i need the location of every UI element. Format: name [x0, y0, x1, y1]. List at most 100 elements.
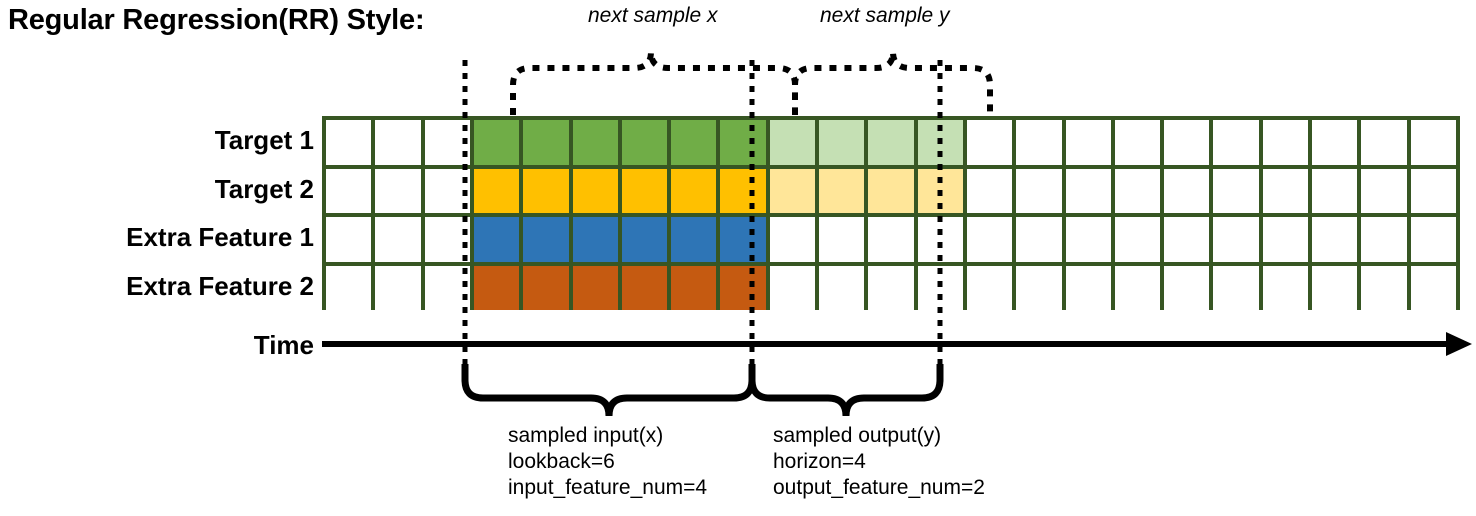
grid-cell [1410, 168, 1456, 213]
row-label-target-1: Target 1 [214, 125, 314, 155]
grid-cell [671, 217, 717, 262]
grid-cell [1410, 120, 1456, 165]
grid-cell [1114, 168, 1161, 213]
grid-cell [1065, 265, 1111, 310]
grid-cell [720, 265, 766, 310]
grid-row-extra-feature-2 [322, 262, 1460, 310]
grid-cell [1065, 217, 1111, 262]
row-label-extra-feature-2: Extra Feature 2 [126, 270, 314, 301]
sampled-output-horizon: horizon=4 [773, 450, 866, 473]
grid-cell [1213, 217, 1259, 262]
grid-cell [769, 217, 816, 262]
grid-cell [769, 265, 816, 310]
grid-cell [621, 168, 668, 213]
grid-cell [424, 168, 470, 213]
grid-cell [720, 168, 766, 213]
grid-cell [1016, 265, 1062, 310]
grid-cell [473, 265, 520, 310]
grid-cell [375, 120, 421, 165]
grid-cell [1361, 168, 1407, 213]
grid-cell [1410, 217, 1456, 262]
grid-cell [1262, 120, 1309, 165]
grid-cell [671, 168, 717, 213]
grid-cell [523, 217, 569, 262]
sampled-input-feature-num: input_feature_num=4 [508, 476, 708, 499]
grid-cell [1164, 168, 1210, 213]
brace-sampled-output [748, 364, 944, 417]
sampled-input-title: sampled input(x) [508, 424, 664, 447]
grid-cell [375, 217, 421, 262]
grid-cell [621, 120, 668, 165]
time-axis-arrow [322, 332, 1472, 356]
grid-cell [1361, 120, 1407, 165]
grid-cell [523, 265, 569, 310]
annotation-next-sample-y: next sample y [820, 4, 950, 27]
grid-cell [326, 217, 372, 262]
grid-cell [966, 168, 1013, 213]
sampled-input-lookback: lookback=6 [508, 450, 615, 473]
grid-cell [720, 217, 766, 262]
grid-cell [1114, 265, 1161, 310]
grid-cell [671, 120, 717, 165]
grid-cell [1312, 120, 1358, 165]
annotation-next-sample-x: next sample x [588, 4, 718, 27]
grid-cell [326, 265, 372, 310]
brace-next-sample-x [510, 51, 798, 115]
annotation-sampled-input: sampled input(x) lookback=6 input_featur… [508, 423, 707, 501]
sampled-output-title: sampled output(y) [773, 424, 942, 447]
grid-cell [1016, 168, 1062, 213]
grid-cell [1262, 168, 1309, 213]
grid-row-extra-feature-1 [322, 213, 1460, 262]
grid-cell [326, 120, 372, 165]
grid-cell [326, 168, 372, 213]
grid-cell [424, 217, 470, 262]
grid-cell [1164, 120, 1210, 165]
grid-cell [769, 168, 816, 213]
grid-cell [769, 120, 816, 165]
grid-cell [424, 265, 470, 310]
grid-cell [1114, 217, 1161, 262]
grid-cell [819, 265, 865, 310]
grid-cell [966, 120, 1013, 165]
grid-cell [375, 265, 421, 310]
grid-cell [1213, 265, 1259, 310]
grid-cell [1065, 120, 1111, 165]
brace-next-sample-y [792, 51, 993, 115]
grid-cell [720, 120, 766, 165]
grid-cell [1312, 168, 1358, 213]
grid-cell [1262, 217, 1309, 262]
grid-cell [1361, 217, 1407, 262]
sampled-output-feature-num: output_feature_num=2 [773, 476, 985, 499]
grid-cell [966, 217, 1013, 262]
grid-cell [1164, 217, 1210, 262]
timeline-grid [322, 116, 1460, 310]
row-label-extra-feature-1: Extra Feature 1 [126, 222, 314, 252]
grid-cell [917, 265, 963, 310]
grid-cell [621, 217, 668, 262]
grid-row-target-2 [322, 165, 1460, 213]
grid-cell [572, 168, 618, 213]
grid-cell [473, 217, 520, 262]
grid-cell [523, 168, 569, 213]
grid-cell [917, 168, 963, 213]
grid-cell [1213, 168, 1259, 213]
grid-cell [819, 217, 865, 262]
grid-cell [473, 120, 520, 165]
grid-cell [523, 120, 569, 165]
grid-row-target-1 [322, 116, 1460, 165]
grid-cell [375, 168, 421, 213]
row-label-target-2: Target 2 [214, 173, 314, 204]
grid-cell [868, 120, 914, 165]
grid-cell [819, 168, 865, 213]
page-title: Regular Regression(RR) Style: [8, 4, 425, 36]
grid-cell [1410, 265, 1456, 310]
grid-cell [917, 120, 963, 165]
grid-cell [572, 217, 618, 262]
grid-cell [868, 217, 914, 262]
grid-cell [1114, 120, 1161, 165]
grid-cell [671, 265, 717, 310]
grid-cell [1016, 217, 1062, 262]
grid-cell [572, 265, 618, 310]
grid-cell [1262, 265, 1309, 310]
